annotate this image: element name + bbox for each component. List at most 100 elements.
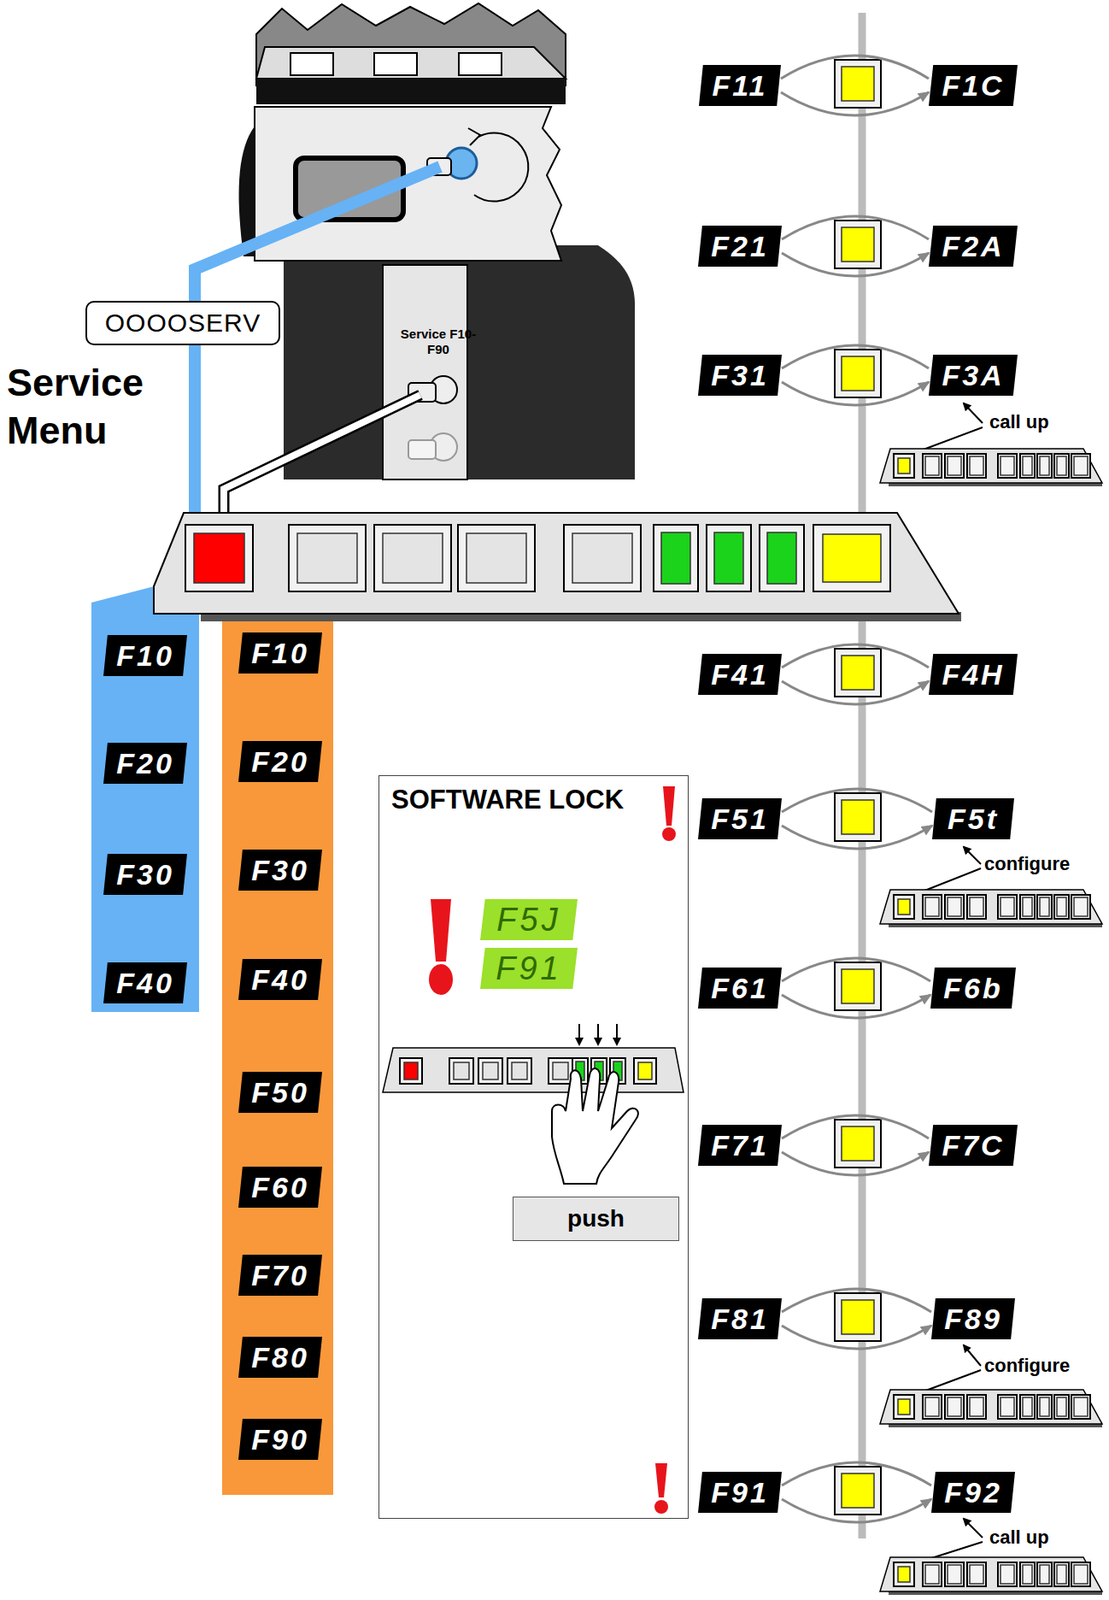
button-face bbox=[841, 655, 875, 690]
connector-arc bbox=[781, 252, 929, 276]
button bbox=[967, 1394, 986, 1419]
button bbox=[185, 524, 253, 592]
display-box: F30 bbox=[238, 849, 323, 891]
button-face bbox=[382, 533, 443, 583]
button-face bbox=[841, 799, 875, 834]
button bbox=[457, 524, 535, 592]
display-text: F21 bbox=[710, 229, 769, 264]
lock-art bbox=[382, 786, 684, 1514]
display-text: F81 bbox=[710, 1302, 769, 1336]
button bbox=[997, 1561, 1017, 1586]
button bbox=[834, 59, 881, 108]
button bbox=[922, 894, 942, 919]
display-text: F1C bbox=[941, 69, 1004, 103]
display-text: F70 bbox=[251, 1258, 310, 1292]
display-box: F70 bbox=[238, 1254, 323, 1296]
display-text: push bbox=[567, 1204, 625, 1233]
button bbox=[1020, 894, 1035, 919]
small-panel bbox=[880, 448, 1103, 483]
button-face bbox=[1000, 1396, 1015, 1416]
display-text: F80 bbox=[251, 1340, 310, 1374]
connector-arc bbox=[780, 55, 929, 79]
connector-arc bbox=[781, 1325, 932, 1349]
display-box: F51 bbox=[698, 798, 782, 840]
display-text: F11 bbox=[711, 69, 768, 103]
button bbox=[834, 220, 881, 269]
display-box: F90 bbox=[238, 1418, 323, 1460]
button bbox=[449, 1057, 474, 1084]
button bbox=[967, 453, 986, 478]
display-text: F7C bbox=[941, 1128, 1004, 1162]
orange-band bbox=[215, 570, 334, 1495]
display-box: F50 bbox=[238, 1071, 323, 1113]
display-text: F6b bbox=[943, 971, 1003, 1005]
cycle-connector bbox=[781, 345, 929, 405]
button-face bbox=[453, 1062, 470, 1080]
button-face bbox=[1000, 456, 1015, 476]
button-face bbox=[925, 897, 939, 916]
display-text: F20 bbox=[116, 746, 175, 781]
button-face bbox=[822, 533, 881, 582]
button-face bbox=[1022, 897, 1033, 916]
button-face bbox=[466, 533, 527, 583]
cycle-connector bbox=[781, 957, 931, 1018]
button bbox=[893, 1394, 915, 1419]
button-face bbox=[897, 1566, 910, 1582]
button bbox=[834, 792, 881, 841]
button-face bbox=[1000, 1564, 1015, 1584]
button-face bbox=[947, 1396, 962, 1416]
display-box: F81 bbox=[698, 1297, 782, 1339]
connector-arc bbox=[781, 1288, 932, 1312]
button-face bbox=[1039, 456, 1050, 476]
button bbox=[1020, 1561, 1035, 1586]
button bbox=[1071, 1561, 1091, 1586]
button-face bbox=[897, 898, 910, 915]
button-face bbox=[193, 533, 245, 583]
display-box: F40 bbox=[103, 962, 188, 1004]
button bbox=[1054, 453, 1069, 478]
display-text: F41 bbox=[710, 657, 769, 692]
display-text: F61 bbox=[710, 971, 769, 1005]
button bbox=[1071, 1394, 1091, 1419]
button bbox=[813, 524, 891, 592]
connector-arc bbox=[781, 788, 933, 812]
button bbox=[893, 453, 915, 478]
display-box: F5t bbox=[932, 798, 1015, 840]
button bbox=[563, 524, 641, 592]
display-box: F4H bbox=[928, 653, 1018, 695]
label-box: OOOOSERV bbox=[85, 300, 281, 346]
button-face bbox=[1056, 1564, 1067, 1584]
display-box: F40 bbox=[238, 958, 323, 1000]
display-text: F91 bbox=[710, 1475, 769, 1509]
button bbox=[1020, 1394, 1035, 1419]
display-box: F3A bbox=[928, 354, 1018, 396]
display-text: F5t bbox=[947, 802, 999, 836]
panel-label: Service F10-F90 bbox=[394, 326, 482, 358]
display-box: F11 bbox=[698, 64, 781, 106]
button bbox=[997, 894, 1017, 919]
display-box: F20 bbox=[103, 742, 188, 784]
connector-arc bbox=[781, 994, 931, 1018]
button-face bbox=[1039, 1396, 1050, 1416]
button bbox=[922, 453, 942, 478]
button bbox=[944, 1561, 964, 1586]
connector-arc bbox=[781, 825, 933, 849]
cycle-connector bbox=[781, 1461, 932, 1522]
button bbox=[834, 1119, 881, 1168]
button-face bbox=[897, 457, 910, 474]
display-text: F2A bbox=[941, 229, 1004, 264]
connector-arc bbox=[781, 1498, 932, 1522]
display-text: F31 bbox=[710, 358, 769, 393]
button-face bbox=[1022, 1396, 1033, 1416]
display-text: F91 bbox=[495, 950, 562, 987]
display-text: F10 bbox=[251, 636, 310, 670]
button bbox=[834, 349, 881, 398]
button-face bbox=[572, 533, 633, 583]
button-face bbox=[1000, 897, 1015, 916]
button bbox=[893, 1561, 915, 1586]
display-box: F31 bbox=[698, 354, 782, 396]
cycle-connector bbox=[781, 644, 929, 705]
callout-label: call up bbox=[989, 410, 1050, 434]
connector-arc bbox=[781, 1114, 929, 1139]
display-text: F89 bbox=[944, 1302, 1003, 1336]
